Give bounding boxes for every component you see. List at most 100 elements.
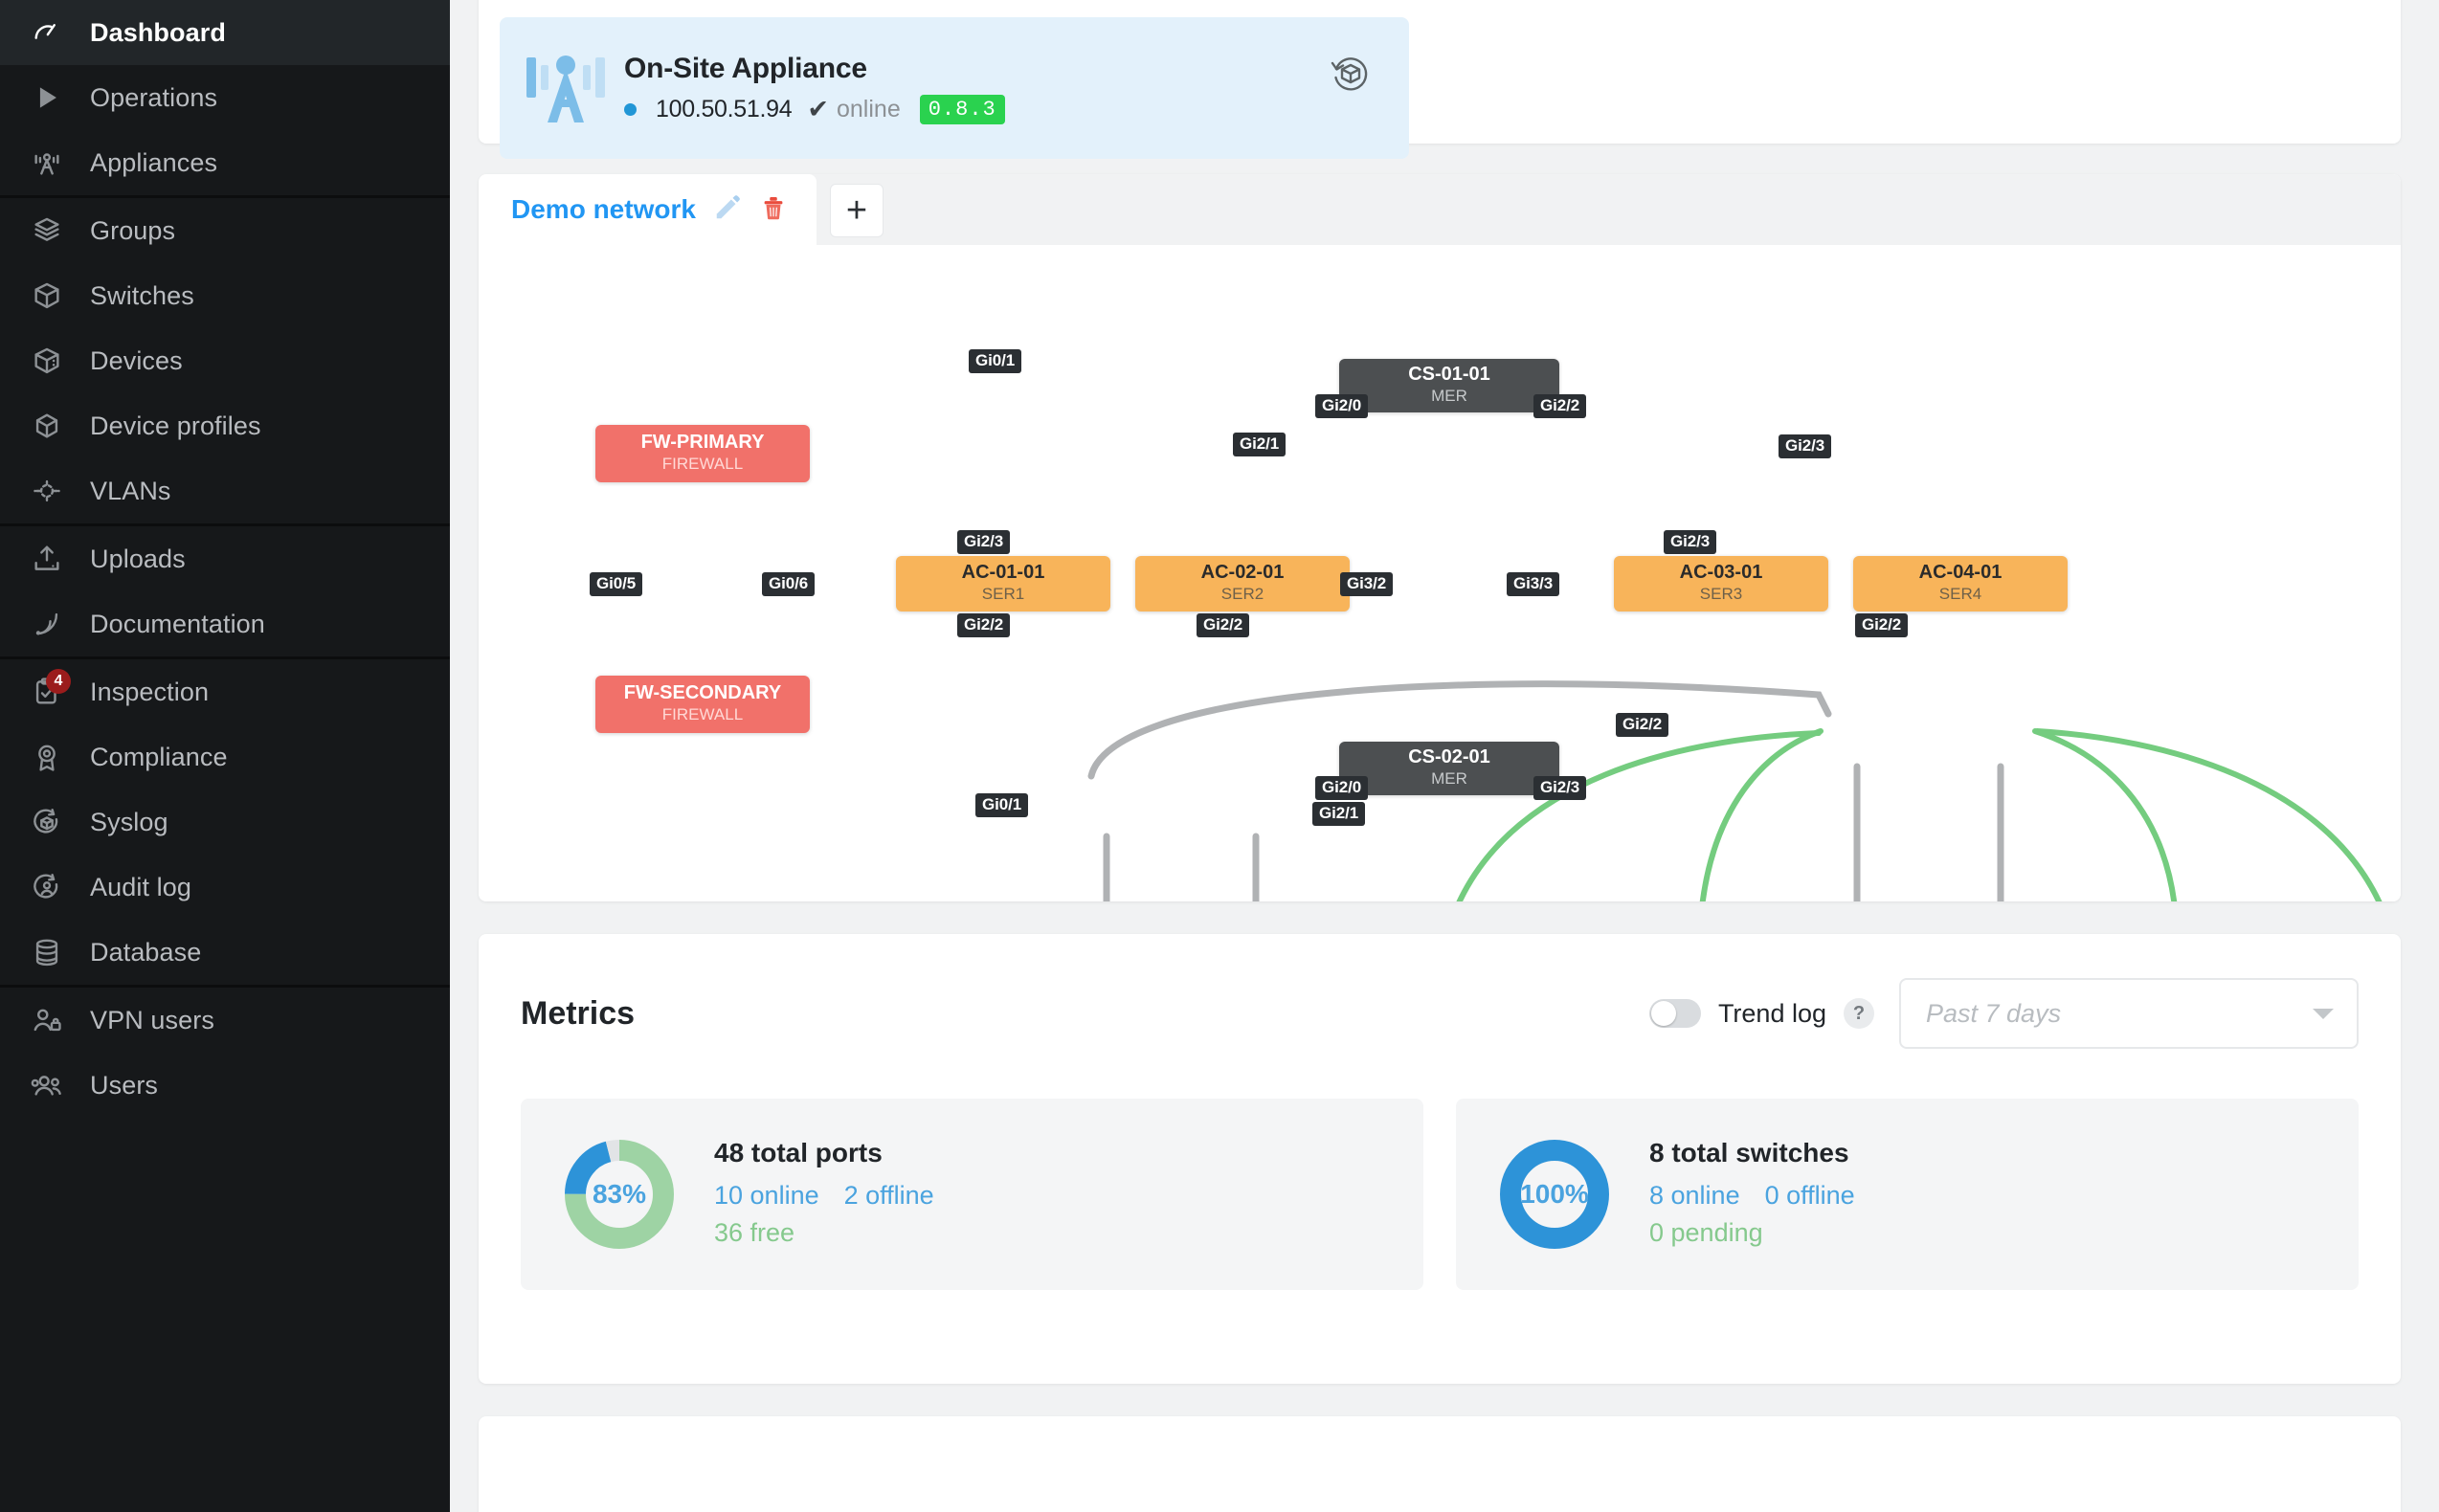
appliance-ip: 100.50.51.94 [656,95,793,122]
sidebar-item-label: Operations [90,82,218,112]
rss-icon [25,605,69,643]
vlan-nodes-icon [25,472,69,510]
database-icon [25,933,69,971]
help-icon[interactable]: ? [1844,998,1874,1029]
node-subtitle: MER [1431,387,1467,406]
date-range-placeholder: Past 7 days [1926,998,2062,1028]
sidebar-item-vlans[interactable]: VLANs [0,458,450,523]
sidebar-item-uploads[interactable]: Uploads [0,526,450,591]
donut-percent: 83% [592,1179,647,1209]
sidebar-item-audit-log[interactable]: Audit log [0,855,450,920]
sidebar-item-label: Documentation [90,609,265,638]
port-label: Gi2/0 [1315,394,1369,418]
port-label: Gi2/3 [1779,434,1832,458]
sidebar-item-label: Audit log [90,872,191,901]
node-name: AC-03-01 [1679,562,1763,584]
metric-offline: 0 offline [1764,1181,1855,1211]
check-icon: ✔ [807,94,829,123]
node-name: AC-04-01 [1918,562,2003,584]
sidebar-item-label: Compliance [90,742,228,771]
pencil-icon[interactable] [713,193,742,227]
node-subtitle: SER1 [981,585,1025,604]
sidebar-item-label: Device profiles [90,411,261,440]
port-label: Gi2/1 [1233,433,1287,456]
sidebar-item-label: Dashboard [90,17,226,47]
sidebar-item-compliance[interactable]: Compliance [0,724,450,789]
sidebar-item-operations[interactable]: Operations [0,65,450,130]
sidebar-item-groups[interactable]: Groups [0,198,450,263]
donut-chart: 100% [1498,1138,1611,1251]
award-icon [25,738,69,776]
sidebar-item-switches[interactable]: Switches [0,263,450,328]
tab-label[interactable]: Demo network [511,194,696,224]
port-label: Gi2/2 [1533,394,1587,418]
tab-demo-network[interactable]: Demo network [479,174,817,245]
sidebar-item-label: Switches [90,280,194,310]
refresh-device-icon[interactable] [1329,52,1373,96]
sidebar-item-vpn-users[interactable]: VPN users [0,988,450,1053]
port-label: Gi0/1 [969,349,1022,373]
sidebar-item-label: Devices [90,345,183,375]
node-name: CS-02-01 [1408,746,1490,768]
sidebar-badge: 4 [46,669,71,694]
donut-percent: 100% [1520,1179,1589,1209]
port-label: Gi3/2 [1340,572,1394,596]
add-network-tab-button[interactable]: + [829,184,884,237]
port-label: Gi2/2 [1197,613,1250,637]
appliance-status-label: online [837,95,901,122]
switch-box-icon [25,277,69,315]
port-label: Gi2/3 [1664,530,1717,554]
sidebar-item-devices[interactable]: Devices [0,328,450,393]
users-icon [25,1066,69,1104]
sidebar-item-label: Syslog [90,807,168,836]
node-subtitle: FIREWALL [661,705,744,724]
port-label: Gi0/6 [762,572,816,596]
main-content: On-Site Appliance 100.50.51.94 ✔ online … [450,0,2439,1512]
node-subtitle: SER2 [1220,585,1264,604]
port-label: Gi0/5 [590,572,643,596]
port-label: Gi2/2 [1616,713,1669,737]
clipboard-check-icon: 4 [25,669,71,711]
page-scrollbar[interactable] [2418,0,2439,1512]
topology-links [1087,680,2383,901]
node-name: FW-PRIMARY [640,432,765,454]
trend-log-toggle[interactable] [1648,999,1701,1028]
sidebar-item-label: Inspection [90,677,210,706]
toggle-knob [1650,1001,1676,1026]
sidebar-item-database[interactable]: Database [0,920,450,985]
sidebar-item-dashboard[interactable]: Dashboard [0,0,450,65]
metrics-card: Metrics Trend log ? Past 7 days 83%48 to… [479,934,2401,1384]
port-label: Gi3/3 [1507,572,1560,596]
date-range-select[interactable]: Past 7 days [1899,978,2359,1049]
sidebar-item-device-profiles[interactable]: Device profiles [0,393,450,458]
sidebar-item-inspection[interactable]: 4 Inspection [0,659,450,724]
sidebar-item-label: Users [90,1070,159,1100]
sidebar-item-documentation[interactable]: Documentation [0,591,450,656]
metrics-title: Metrics [521,994,636,1032]
syslog-refresh-icon [25,803,69,841]
metric-online: 8 online [1649,1181,1740,1211]
sidebar-item-users[interactable]: Users [0,1053,450,1118]
node-subtitle: SER3 [1699,585,1743,604]
node-name: FW-SECONDARY [623,682,782,704]
trend-log-label: Trend log [1717,998,1826,1028]
sidebar-item-syslog[interactable]: Syslog [0,789,450,855]
trash-icon[interactable] [759,193,788,227]
sidebar-item-appliances[interactable]: Appliances [0,130,450,195]
appliance-panel: On-Site Appliance 100.50.51.94 ✔ online … [500,17,1409,159]
device-categories-title: Device categories [507,1507,784,1512]
user-lock-icon [25,1001,69,1039]
